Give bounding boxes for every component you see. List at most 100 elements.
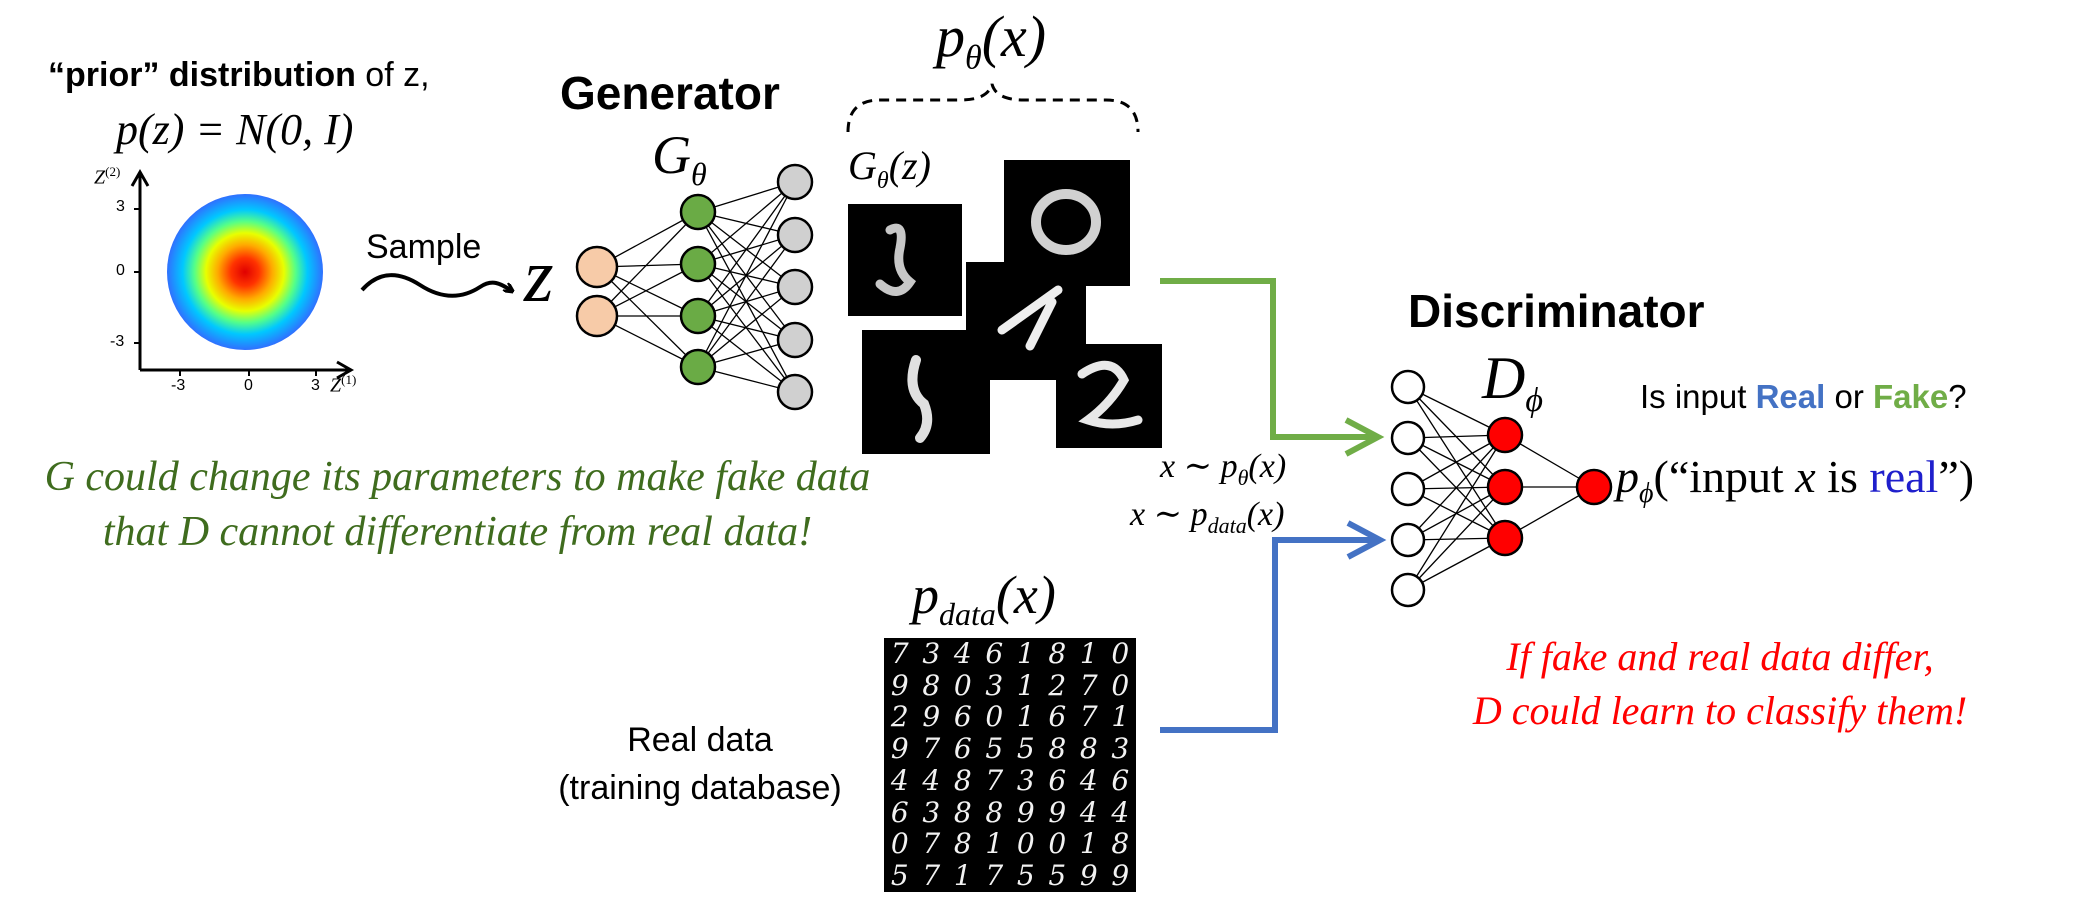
- real-digit: 1: [1079, 636, 1098, 670]
- output-is: is: [1815, 451, 1870, 502]
- real-digit: 0: [890, 827, 909, 861]
- discriminator-node-input: [1390, 572, 1426, 608]
- discriminator-node-hidden: [1486, 468, 1524, 506]
- prior-y-tick: 0: [116, 262, 125, 279]
- prior-title-rest: of z,: [355, 56, 430, 94]
- discriminator-edge: [1407, 434, 1506, 591]
- fake-input-arg: (x): [1248, 448, 1287, 485]
- output-x: x: [1795, 451, 1816, 502]
- generator-node-hidden: [679, 297, 717, 335]
- generator-edge: [697, 286, 796, 368]
- discriminator-question: Is input Real or Fake?: [1640, 378, 1967, 416]
- prior-x-axis-name: Z: [330, 374, 342, 397]
- fake-distribution-label: pθ(x): [936, 2, 1046, 79]
- real-digit: 1: [1016, 636, 1035, 670]
- discriminator-node-hidden: [1486, 519, 1524, 557]
- real-digit: 0: [1016, 827, 1035, 861]
- real-digit: 7: [922, 827, 941, 861]
- generator-symbol: Gθ: [652, 128, 707, 190]
- generator-note: G could change its parameters to make fa…: [0, 450, 915, 560]
- generator-edge: [596, 211, 699, 317]
- generator-edge: [697, 234, 796, 368]
- real-digit: 9: [1111, 859, 1130, 893]
- question-mid: or: [1825, 378, 1873, 415]
- real-digit: 5: [1016, 859, 1035, 893]
- real-input-arg: (x): [1246, 496, 1285, 533]
- real-digit: 9: [890, 668, 909, 702]
- prior-y-axis-arrow: [130, 168, 150, 187]
- discriminator-node-output: [1575, 468, 1613, 506]
- real-digit: 1: [1016, 700, 1035, 734]
- real-digit: 7: [985, 859, 1004, 893]
- generator-note-line2: that D cannot differentiate from real da…: [102, 509, 813, 555]
- discriminator-symbol: Dϕ: [1482, 348, 1543, 418]
- real-digit: 0: [1111, 636, 1130, 670]
- real-data-label-line2: (training database): [558, 769, 842, 807]
- real-digit: 0: [1048, 827, 1067, 861]
- real-digit: 7: [1079, 700, 1098, 734]
- real-digit: 5: [1016, 732, 1035, 766]
- real-digit: 8: [1048, 636, 1067, 670]
- real-digit: 8: [953, 827, 972, 861]
- real-input-text: x ∼ p: [1130, 496, 1208, 533]
- sample-label: Sample: [366, 228, 482, 266]
- real-digit: 2: [890, 700, 909, 734]
- real-digit: 8: [922, 668, 941, 702]
- real-digit: 6: [953, 732, 972, 766]
- fake-brace: [846, 83, 1140, 133]
- real-digit: 4: [1079, 763, 1098, 797]
- prior-x-tick: -3: [171, 377, 186, 394]
- real-digit: 3: [1016, 763, 1035, 797]
- generator-node-output: [776, 216, 814, 254]
- real-data-label: Real data (training database): [520, 716, 880, 812]
- generator-nodes: [575, 163, 814, 411]
- fake-samples-sub: θ: [876, 168, 889, 194]
- prior-x-axis-arrow: [336, 360, 355, 380]
- fake-input-arrowhead: [1344, 417, 1385, 457]
- fake-input-sub: θ: [1237, 464, 1249, 490]
- z-symbol: z: [524, 234, 554, 318]
- real-digit: 8: [1111, 827, 1130, 861]
- real-input-sub: data: [1207, 512, 1247, 538]
- real-digit: 6: [890, 795, 909, 829]
- generator-node-input: [575, 245, 619, 289]
- generator-node-output: [776, 373, 814, 411]
- real-digit: 7: [922, 732, 941, 766]
- question-fake: Fake: [1872, 378, 1949, 415]
- fake-input-label: x ∼ pθ(x): [1160, 446, 1286, 491]
- real-digit: 3: [922, 795, 941, 829]
- real-distribution-label: pdata(x): [912, 565, 1056, 632]
- question-post: ?: [1948, 378, 1967, 415]
- prior-x-tick: 3: [311, 377, 320, 394]
- real-digit: 4: [1111, 795, 1130, 829]
- real-digit: 8: [953, 795, 972, 829]
- fake-input-path: [1160, 278, 1372, 440]
- generator-node-output: [776, 321, 814, 359]
- real-digit: 7: [1079, 668, 1098, 702]
- prior-x-tick: 0: [244, 377, 253, 394]
- prior-y-axis-sup: (2): [105, 164, 121, 179]
- discriminator-output: pϕ(“input x is real”): [1616, 450, 1974, 510]
- generator-node-hidden: [679, 348, 717, 386]
- real-digit: 0: [1111, 668, 1130, 702]
- prior-formula: p(z) = N(0, I): [116, 105, 354, 154]
- prior-y-tick: -3: [110, 333, 125, 350]
- discriminator-symbol-sub: ϕ: [1525, 382, 1543, 419]
- real-digit: 5: [890, 859, 909, 893]
- real-digit: 6: [1048, 700, 1067, 734]
- real-digit: 5: [1048, 859, 1067, 893]
- real-digit: 1: [953, 859, 972, 893]
- output-open: (“input: [1653, 451, 1796, 502]
- generator-title: Generator: [560, 67, 780, 119]
- generator-node-output: [776, 268, 814, 306]
- real-digit: 5: [985, 732, 1004, 766]
- real-digit: 4: [922, 763, 941, 797]
- real-dist-arg: (x): [995, 565, 1056, 625]
- output-real: real: [1869, 451, 1939, 502]
- real-digit: 1: [1016, 668, 1035, 702]
- discriminator-node-hidden: [1486, 416, 1524, 454]
- discriminator-nodes: [1390, 369, 1613, 608]
- sample-arrow: [360, 273, 512, 298]
- real-digit: 1: [1079, 827, 1098, 861]
